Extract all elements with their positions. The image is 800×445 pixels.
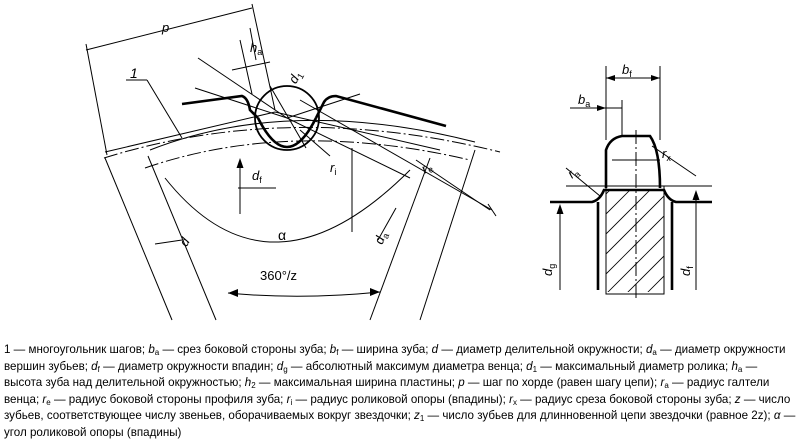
label-1: 1 xyxy=(130,65,138,81)
tooth-outline xyxy=(181,94,447,128)
label-ha: ha xyxy=(250,40,262,57)
section-tooth-tip xyxy=(604,134,662,189)
figure-caption: 1 — многоугольник шагов; ba — срез боков… xyxy=(4,343,796,439)
label-bf: bf xyxy=(622,62,632,79)
roller xyxy=(254,85,320,151)
label-p: p xyxy=(161,20,169,35)
label-ri: ri xyxy=(330,160,336,177)
tooth-section-view xyxy=(550,66,712,300)
pitch-polygon xyxy=(104,111,441,153)
label-d1: d1 xyxy=(285,68,306,87)
pitch-dim-line xyxy=(85,7,253,51)
label-ba: ba xyxy=(578,92,590,109)
label-df: df xyxy=(252,168,262,185)
label-rx: rx xyxy=(662,146,671,163)
sprocket-diagram: p ha d1 1 ri re df d α da 360°/z xyxy=(85,3,712,321)
pitch-angle-arc xyxy=(227,291,381,297)
label-df-section: df xyxy=(678,266,695,276)
tooth-profile-view xyxy=(85,3,501,321)
section-hub xyxy=(605,185,665,295)
label-d: d xyxy=(176,234,193,248)
alpha-arc xyxy=(164,169,411,243)
axis-line-left xyxy=(104,157,173,321)
label-da: da xyxy=(371,230,391,247)
label-pitch-angle: 360°/z xyxy=(260,268,297,283)
label-re: re xyxy=(418,158,435,177)
label-dg: dg xyxy=(540,264,557,276)
label-alpha: α xyxy=(278,227,286,243)
pitch-circle xyxy=(103,126,501,159)
tip-circle xyxy=(149,119,476,151)
label-ra: ra xyxy=(564,164,582,183)
